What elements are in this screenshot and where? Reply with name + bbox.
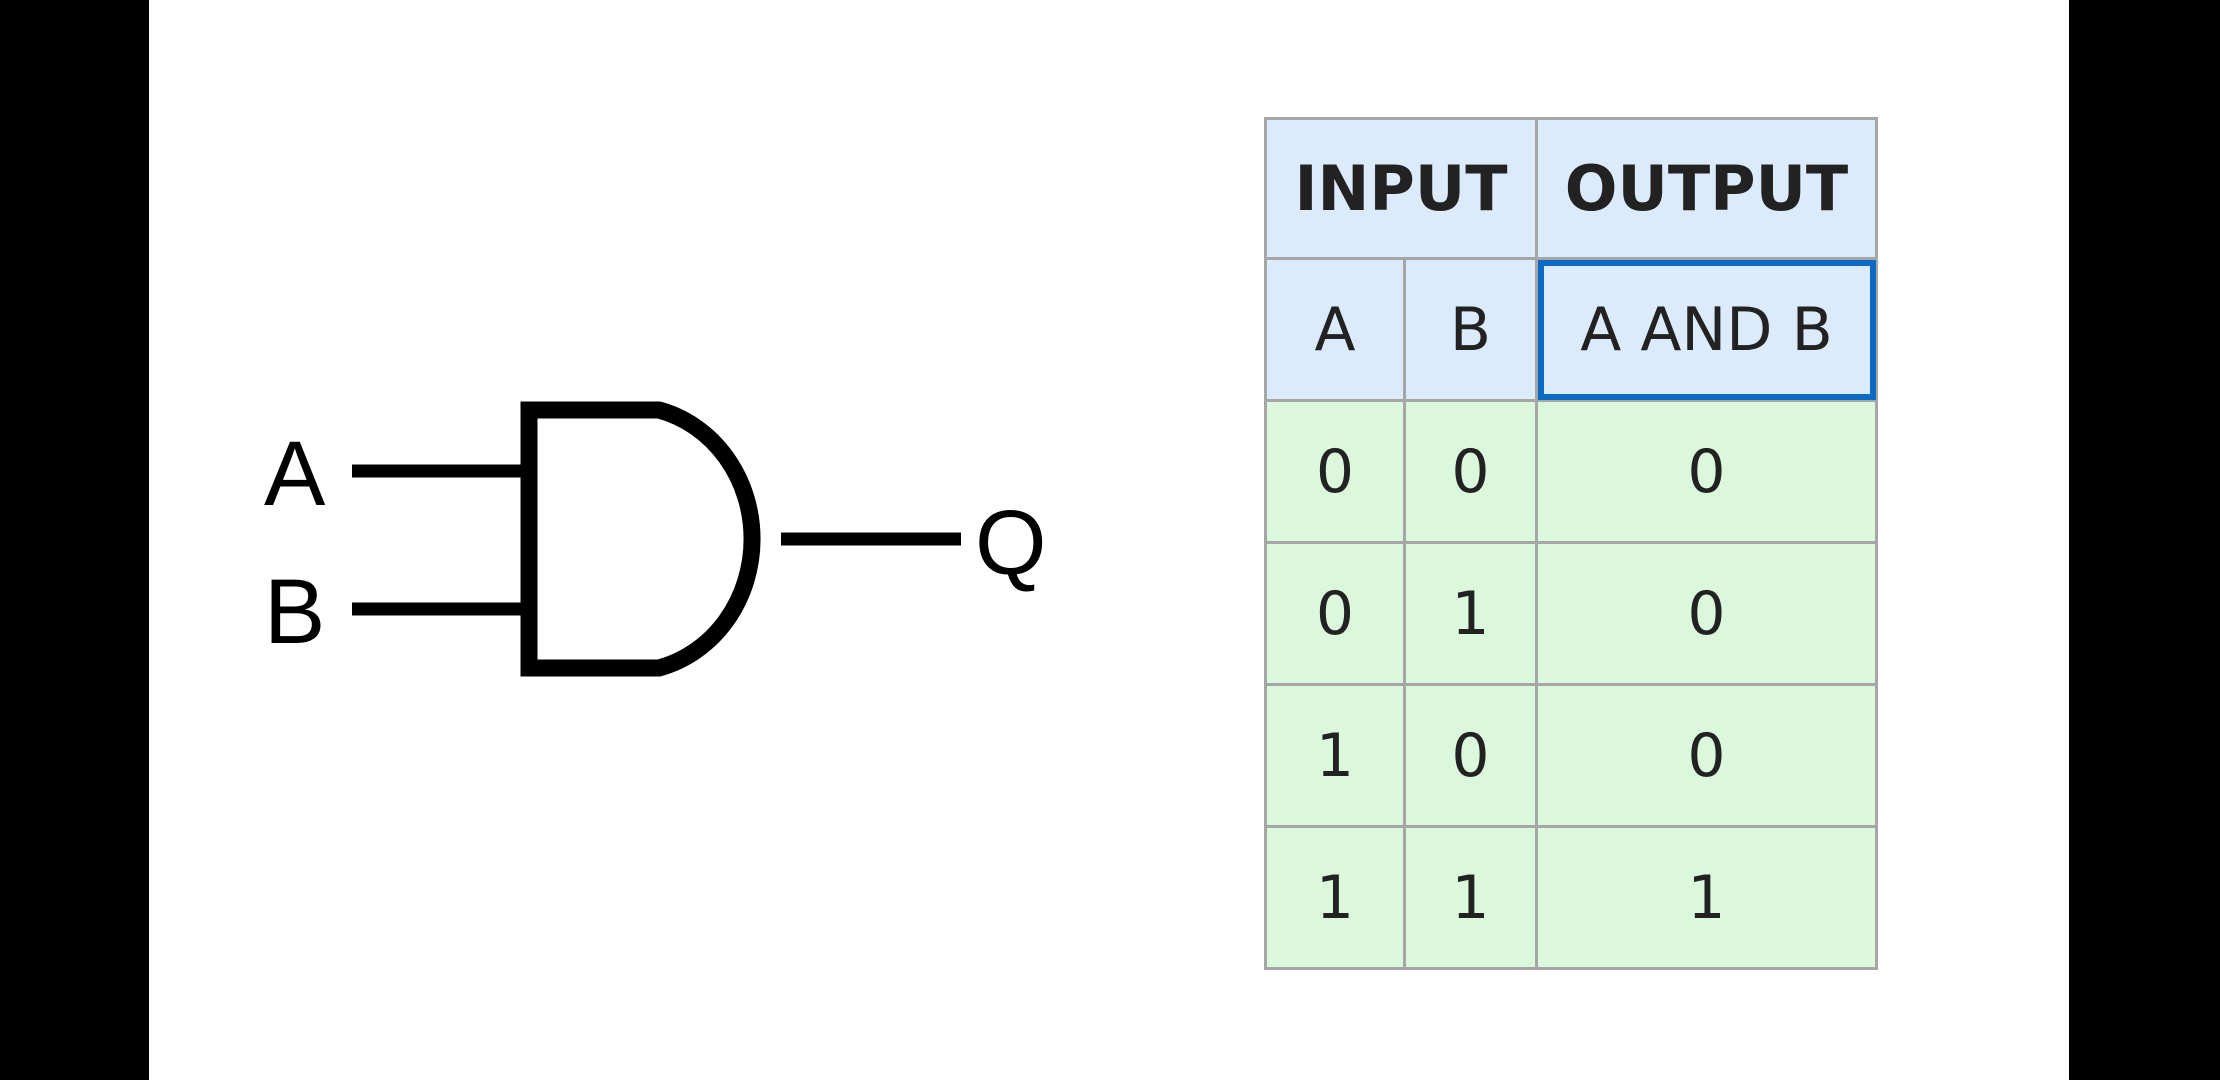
column-header-a[interactable]: A xyxy=(1264,257,1406,402)
input-group-header: INPUT xyxy=(1264,117,1538,260)
truth-table-group-header-row: INPUT OUTPUT xyxy=(1264,117,1878,260)
table-cell[interactable]: 1 xyxy=(1403,541,1538,686)
table-cell[interactable]: 1 xyxy=(1535,825,1878,970)
column-header-b[interactable]: B xyxy=(1403,257,1538,402)
table-cell[interactable]: 0 xyxy=(1264,541,1406,686)
truth-table: INPUT OUTPUT A B A AND B 0 0 0 0 1 0 1 0… xyxy=(1264,117,1878,970)
table-cell[interactable]: 1 xyxy=(1264,825,1406,970)
diagram-canvas: A B Q INPUT OUTPUT A B A AND B 0 0 0 0 1… xyxy=(149,0,2069,1080)
output-label: Q xyxy=(975,492,1047,594)
table-cell[interactable]: 1 xyxy=(1403,825,1538,970)
left-letterbox xyxy=(0,0,149,1080)
table-cell[interactable]: 1 xyxy=(1264,683,1406,828)
table-cell[interactable]: 0 xyxy=(1264,399,1406,544)
output-group-header: OUTPUT xyxy=(1535,117,1878,260)
truth-table-column-header-row: A B A AND B xyxy=(1264,257,1878,402)
table-row: 1 0 0 xyxy=(1264,683,1878,828)
table-row: 1 1 1 xyxy=(1264,825,1878,970)
table-row: 0 1 0 xyxy=(1264,541,1878,686)
table-cell[interactable]: 0 xyxy=(1535,399,1878,544)
input-b-label: B xyxy=(264,561,325,663)
column-header-a-and-b[interactable]: A AND B xyxy=(1535,257,1878,402)
table-cell[interactable]: 0 xyxy=(1403,683,1538,828)
table-cell[interactable]: 0 xyxy=(1535,683,1878,828)
input-a-label: A xyxy=(264,423,326,525)
table-cell[interactable]: 0 xyxy=(1403,399,1538,544)
and-gate-diagram: A B Q xyxy=(264,401,1047,677)
and-gate-body xyxy=(520,401,761,677)
table-row: 0 0 0 xyxy=(1264,399,1878,544)
right-letterbox xyxy=(2069,0,2220,1080)
table-cell[interactable]: 0 xyxy=(1535,541,1878,686)
